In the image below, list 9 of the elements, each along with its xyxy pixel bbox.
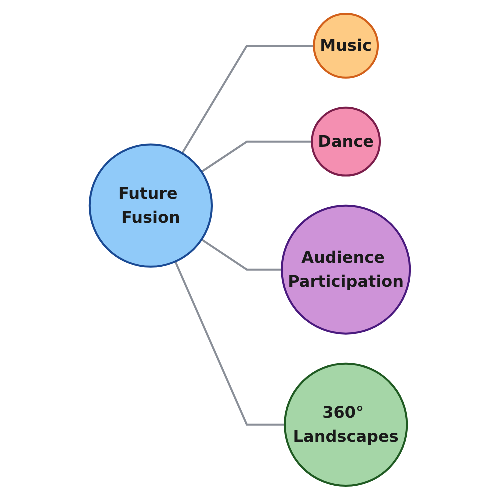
ellipse-node: Dance	[311, 106, 382, 177]
connector-line	[182, 44, 314, 154]
ellipse-node: Future Fusion	[88, 144, 214, 268]
connector-line	[201, 238, 282, 271]
ellipse-node: Music	[313, 13, 380, 79]
ellipse-node: 360° Landscapes	[284, 362, 408, 487]
connector-line	[174, 261, 286, 426]
connector-line	[201, 140, 312, 173]
ellipse-node: Audience Participation	[281, 204, 412, 335]
